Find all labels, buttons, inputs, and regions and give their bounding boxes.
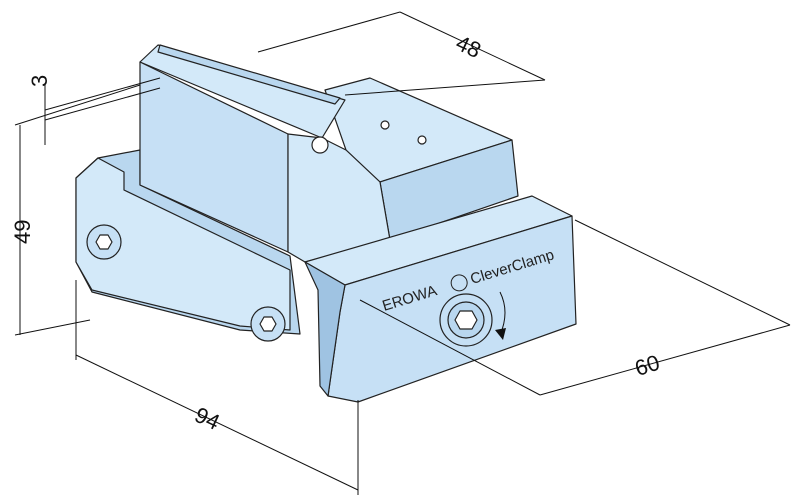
hex-socket-icon (454, 310, 478, 330)
dim-3-label: 3 (27, 75, 52, 87)
dimension-lines (14, 11, 791, 495)
hex-socket-icon (259, 316, 277, 332)
dim-49-label: 49 (10, 220, 35, 244)
left-base-front (75, 157, 291, 331)
plate-hole-icon (380, 120, 390, 130)
erowa-emblem-icon (450, 274, 468, 292)
clamp-left-face (304, 261, 346, 397)
rotation-arrowhead-icon (495, 328, 506, 340)
dim-94-label: 94 (191, 402, 224, 435)
dim-48-label: 48 (452, 30, 485, 63)
jaw-serrated-top (157, 44, 341, 105)
jaw-hole (311, 136, 329, 154)
hex-socket-icon (95, 234, 113, 250)
dim-60-label: 60 (632, 350, 663, 381)
plate-hole-icon (417, 135, 427, 145)
